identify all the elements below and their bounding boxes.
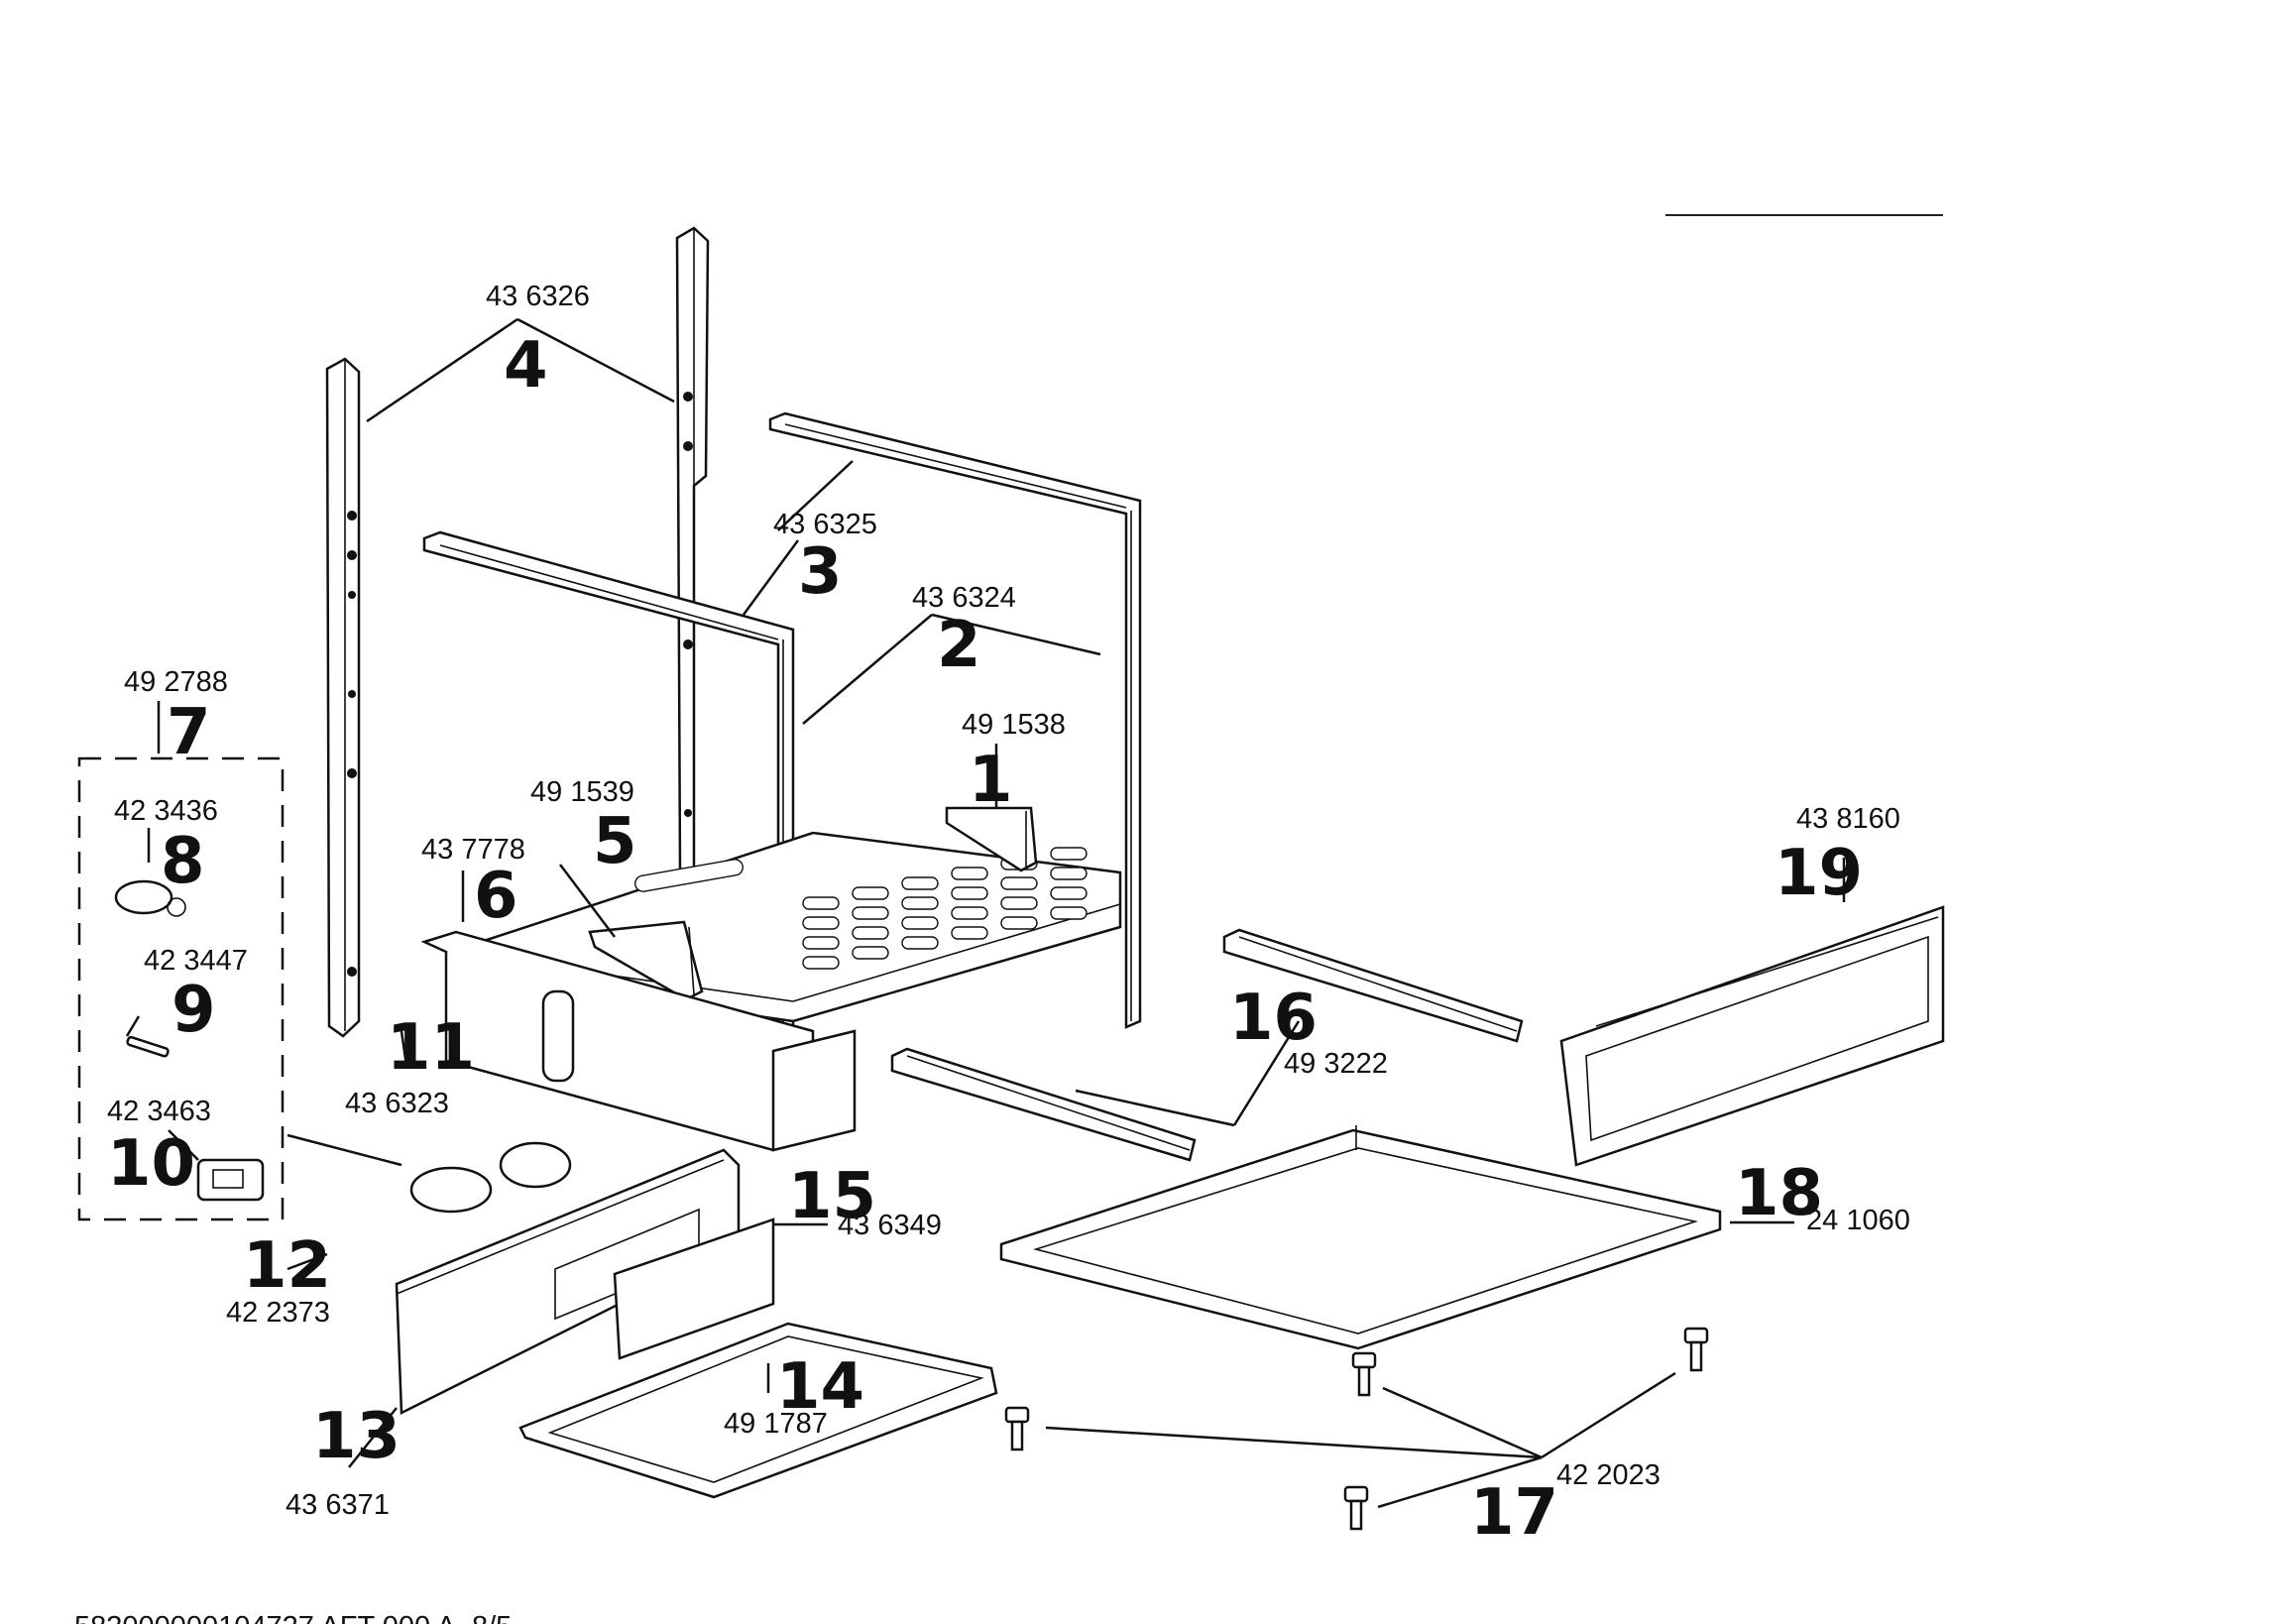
callout-13: 13 [312,1400,401,1473]
base-frame-part-18 [999,1125,1722,1350]
callout-9: 9 [172,974,216,1047]
post-left-part-4 [325,357,361,1038]
foot-part-17-b [1351,1351,1377,1397]
insert-panel-part-15 [613,1218,775,1360]
callout-10: 10 [107,1127,195,1201]
part-number-12: 42 2373 [226,1297,330,1329]
part-number-4: 43 6326 [486,281,590,312]
callout-19: 19 [1775,837,1863,910]
control-panel-part-13 [395,1148,741,1415]
part-number-17: 42 2023 [1556,1459,1660,1491]
document-code: 583000000104727 AFT 000 A -8/5 [74,1611,512,1624]
slide-rail-lower-part-16 [890,1047,1197,1162]
callout-17-feet: 17 [1470,1476,1558,1550]
drawer-frame-part-14 [518,1322,998,1499]
callout-16: 16 [1229,982,1317,1055]
part-number-8: 42 3436 [114,795,218,827]
drawer-front-part-19 [1559,905,1945,1167]
callout-12: 12 [243,1229,331,1303]
callout-2: 2 [937,609,981,682]
bracket-part-5 [588,920,704,1001]
part-number-11: 43 6323 [345,1088,449,1119]
rear-frame-part-2 [768,411,1142,1029]
bracket-part-1 [945,806,1038,872]
foot-part-17-c [1683,1327,1709,1372]
callout-5: 5 [593,805,637,878]
switch-part-10 [196,1158,265,1202]
callout-18: 18 [1735,1157,1823,1230]
callout-11: 11 [387,1011,475,1085]
post-right-part-4 [675,226,710,885]
callout-3: 3 [798,535,843,609]
part-number-9: 42 3447 [144,945,248,977]
part-number-14: 49 1787 [724,1408,828,1440]
part-number-10: 42 3463 [107,1096,211,1127]
foot-part-17-d [1343,1485,1369,1531]
callout-7-kit: 7 [167,696,211,769]
foot-part-17-a [1004,1406,1030,1451]
callout-14: 14 [776,1350,864,1424]
part-number-7: 49 2788 [124,666,228,698]
lower-front-panel-part-11 [420,930,857,1152]
slide-rail-upper-part-16 [1222,928,1524,1043]
leader-lines [125,317,1846,1509]
part-number-19: 43 8160 [1796,803,1900,835]
part-number-1: 49 1538 [962,709,1066,741]
part-number-18: 24 1060 [1806,1205,1910,1236]
spark-part-9 [126,1035,170,1058]
part-number-2: 43 6324 [912,582,1016,614]
part-number-13: 43 6371 [286,1489,390,1521]
valve-assembly [409,1141,572,1214]
callout-1: 1 [969,744,1013,817]
callout-15: 15 [788,1160,876,1233]
part-number-6: 43 7778 [421,834,525,866]
callout-6: 6 [474,860,518,933]
kit-box-part-7 [77,756,285,1221]
part-number-5: 49 1539 [530,776,634,808]
part-number-15: 43 6349 [838,1210,942,1241]
callout-4: 4 [504,329,548,403]
part-number-3: 43 6325 [773,509,877,540]
callout-8: 8 [161,825,205,898]
valve-part-8 [114,879,186,917]
part-number-16: 49 3222 [1284,1048,1388,1080]
